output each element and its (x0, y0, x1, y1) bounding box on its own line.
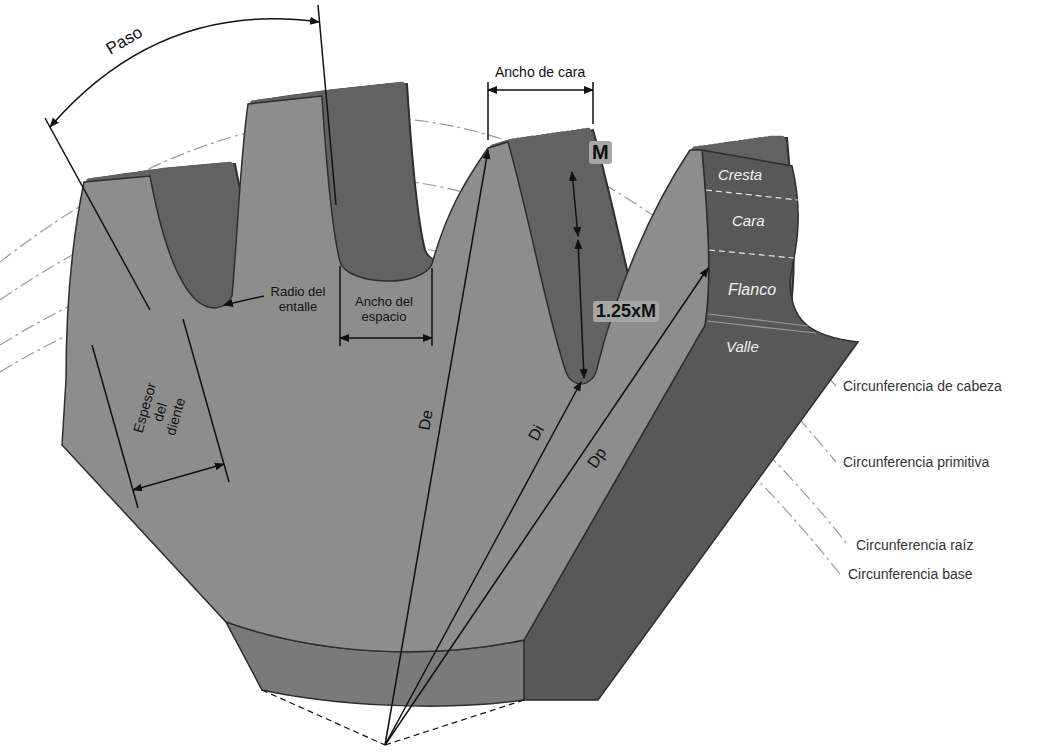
diameter-line (385, 150, 488, 745)
face-width-arrow (488, 89, 593, 91)
dimension-label: Ancho de cara (495, 64, 585, 80)
root-line (708, 314, 808, 326)
dimension-label: Espesor del diente (129, 378, 191, 447)
dedendum-arrow (578, 240, 584, 378)
space-arrow (340, 337, 432, 339)
pitch-extension (45, 118, 150, 310)
thickness-extension (183, 319, 229, 482)
zone-divider (706, 190, 798, 200)
part-label: Radio del entalle (265, 285, 331, 315)
zone-label: Cara (732, 212, 765, 229)
dimension-label: Ancho del espacio (352, 295, 416, 325)
circle-label: Circunferencia raíz (856, 537, 974, 553)
space-extension (431, 268, 433, 346)
addendum-arrow (572, 172, 578, 236)
dimension-label: 1.25xM (593, 301, 659, 322)
zone-label: Valle (726, 338, 759, 355)
circle-label: Circunferencia primitiva (843, 454, 989, 470)
diameter-label: De (415, 409, 437, 432)
space-extension (339, 266, 341, 346)
circle-label: Circunferencia de cabeza (843, 378, 1002, 394)
diameter-line (385, 268, 708, 745)
diameter-label: Dp (584, 445, 611, 472)
root-line (707, 321, 816, 333)
fillet-leader (224, 296, 264, 305)
gear-front-face (62, 96, 709, 652)
pitch-extension (318, 5, 336, 205)
pitch-arrow (50, 19, 319, 127)
dimension-label: M (589, 141, 612, 164)
diameter-label: Di (525, 422, 548, 444)
circle-label: Circunferencia base (848, 566, 973, 582)
zone-divider (709, 250, 794, 258)
dimension-label: Paso (103, 23, 146, 59)
zone-label: Flanco (728, 281, 776, 299)
dimension-lines (45, 5, 708, 745)
face-width-extension (592, 82, 594, 124)
zone-label: Cresta (718, 166, 762, 183)
diameter-line (385, 382, 581, 745)
thickness-arrow (133, 464, 224, 490)
